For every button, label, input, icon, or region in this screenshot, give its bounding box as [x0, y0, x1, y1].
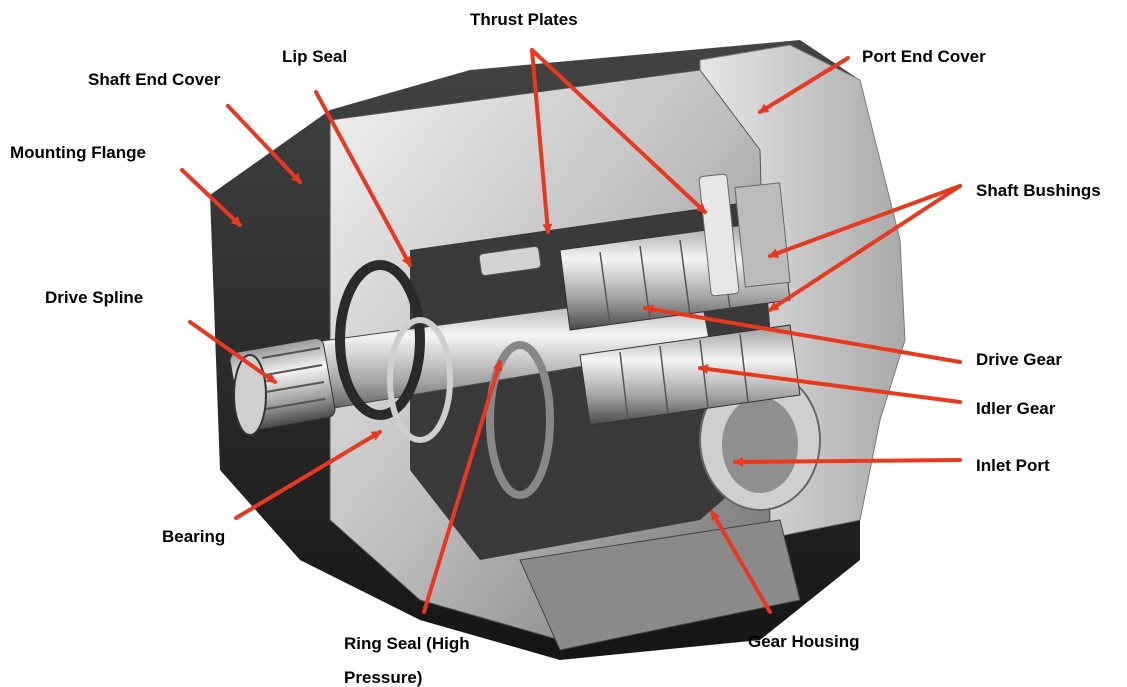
label-inlet-port: Inlet Port	[976, 456, 1050, 475]
label-drive-gear: Drive Gear	[976, 350, 1062, 369]
arrow-lip-seal	[314, 90, 412, 267]
arrow-bearing	[234, 430, 382, 520]
idler-gear-shape	[579, 324, 801, 426]
arrow-inlet-port	[733, 456, 962, 467]
drive-spline-end	[233, 354, 267, 436]
arrow-gear-housing	[710, 510, 772, 614]
arrow-idler-gear	[698, 364, 962, 404]
label-gear-housing: Gear Housing	[748, 632, 859, 651]
pointer-arrows	[180, 48, 962, 614]
arrow-drive-spline	[188, 320, 277, 384]
label-mounting-flange: Mounting Flange	[10, 143, 146, 162]
label-idler-gear: Idler Gear	[976, 399, 1056, 418]
arrow-thrust-plates-1	[530, 48, 553, 234]
arrow-ring-seal	[422, 360, 503, 614]
label-shaft-bushings: Shaft Bushings	[976, 181, 1101, 200]
thrust-plate-left	[478, 245, 542, 277]
label-bearing: Bearing	[162, 527, 225, 546]
arrow-drive-gear	[643, 304, 962, 364]
lip-seal-ring	[335, 260, 425, 420]
label-thrust-plates: Thrust Plates	[470, 10, 578, 29]
thrust-plate-right	[698, 173, 740, 297]
label-shaft-end-cover: Shaft End Cover	[88, 70, 221, 89]
arrow-shaft-bushings-2	[768, 184, 962, 312]
label-lip-seal: Lip Seal	[282, 47, 347, 66]
shaft-bushing-shape	[734, 182, 791, 288]
label-drive-spline: Drive Spline	[45, 288, 143, 307]
arrow-port-end-cover	[758, 56, 850, 114]
label-port-end-cover: Port End Cover	[862, 47, 986, 66]
arrow-thrust-plates-2	[530, 48, 707, 214]
label-ring-seal-line2: Pressure)	[344, 668, 422, 687]
bearing-ring	[387, 317, 453, 443]
inlet-port-bore	[722, 397, 798, 493]
label-ring-seal-line1: Ring Seal (High	[344, 634, 470, 653]
arrow-mounting-flange	[180, 168, 242, 227]
gear-teeth	[599, 233, 749, 421]
arrow-shaft-end-cover	[226, 104, 302, 184]
part-labels: Thrust Plates Lip Seal Port End Cover Sh…	[10, 10, 1101, 687]
ring-seal-shape	[486, 341, 554, 499]
housing-base	[519, 519, 801, 651]
pump-illustration	[210, 40, 906, 660]
arrow-shaft-bushings-1	[768, 184, 962, 258]
